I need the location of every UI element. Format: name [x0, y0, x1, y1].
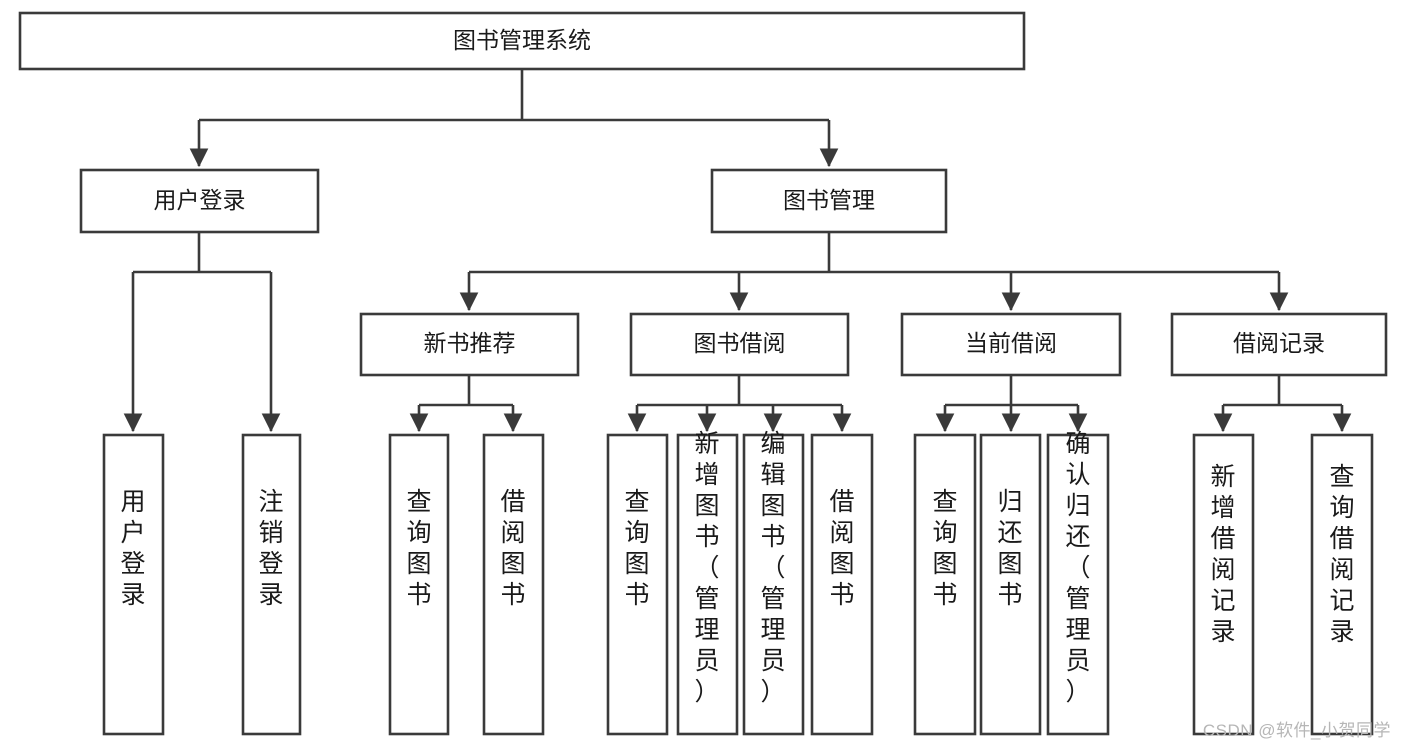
- leaf-borrow-book-2-label: 借阅图书: [829, 488, 854, 609]
- leaf-add-borrow-record[interactable]: 新增借阅记录: [1192, 433, 1255, 736]
- leaf-query-book-2-label: 查询图书: [624, 488, 649, 609]
- leaf-return-book[interactable]: 归还图书: [979, 433, 1042, 736]
- leaf-query-borrow-record-box[interactable]: [1310, 433, 1374, 736]
- leaf-user-logout-box[interactable]: [241, 433, 302, 736]
- node-new-book-recommend-box[interactable]: [359, 312, 580, 377]
- leaf-user-logout-label: 注销登录: [258, 488, 283, 609]
- node-current-borrow-box[interactable]: [900, 312, 1122, 377]
- node-current-borrow[interactable]: 当前借阅: [900, 312, 1122, 377]
- leaf-confirm-return-admin[interactable]: 确认归还（管理员）: [1046, 430, 1110, 736]
- leaf-return-book-box[interactable]: [979, 433, 1042, 736]
- csdn-watermark: CSDN @软件_小贺同学: [1202, 721, 1391, 740]
- node-new-book-recommend[interactable]: 新书推荐: [359, 312, 580, 377]
- leaf-query-book-1-label: 查询图书: [406, 488, 431, 609]
- leaf-borrow-book-2[interactable]: 借阅图书: [810, 433, 874, 736]
- node-book-borrow-box[interactable]: [629, 312, 850, 377]
- leaf-edit-book-admin[interactable]: 编辑图书（管理员）: [742, 430, 805, 736]
- leaf-add-book-admin-box[interactable]: [676, 433, 739, 736]
- leaf-query-book-1[interactable]: 查询图书: [388, 433, 450, 736]
- leaf-query-book-3[interactable]: 查询图书: [913, 433, 977, 736]
- node-book-management[interactable]: 图书管理: [710, 168, 948, 234]
- leaf-user-logout[interactable]: 注销登录: [241, 433, 302, 736]
- leaf-borrow-book-1-label: 借阅图书: [500, 488, 525, 609]
- leaf-query-book-3-box[interactable]: [913, 433, 977, 736]
- node-borrow-record[interactable]: 借阅记录: [1170, 312, 1388, 377]
- leaf-user-login-label: 用户登录: [120, 488, 145, 609]
- node-root-box[interactable]: [18, 11, 1026, 71]
- node-user-login[interactable]: 用户登录: [79, 168, 320, 234]
- leaf-edit-book-admin-box[interactable]: [742, 433, 805, 736]
- node-user-login-box[interactable]: [79, 168, 320, 234]
- leaf-edit-book-admin-label: 编辑图书（管理员）: [760, 430, 785, 706]
- leaf-return-book-label: 归还图书: [997, 488, 1022, 609]
- leaf-query-borrow-record-label: 查询借阅记录: [1329, 463, 1354, 646]
- node-current-borrow-label: 当前借阅: [965, 330, 1057, 356]
- leaf-confirm-return-admin-box[interactable]: [1046, 433, 1110, 736]
- leaf-add-book-admin-label: 新增图书（管理员）: [694, 430, 719, 706]
- node-borrow-record-label: 借阅记录: [1233, 330, 1325, 356]
- node-book-management-label: 图书管理: [783, 187, 875, 213]
- node-book-borrow-label: 图书借阅: [694, 330, 786, 356]
- leaf-add-borrow-record-box[interactable]: [1192, 433, 1255, 736]
- node-new-book-recommend-label: 新书推荐: [424, 330, 516, 356]
- leaf-borrow-book-2-box[interactable]: [810, 433, 874, 736]
- leaf-confirm-return-admin-label: 确认归还（管理员）: [1065, 430, 1090, 706]
- node-book-borrow[interactable]: 图书借阅: [629, 312, 850, 377]
- edge-layer: [123, 69, 1352, 433]
- leaf-query-book-2-box[interactable]: [606, 433, 669, 736]
- leaf-query-book-1-box[interactable]: [388, 433, 450, 736]
- leaf-query-book-3-label: 查询图书: [932, 488, 957, 609]
- leaf-query-borrow-record[interactable]: 查询借阅记录: [1310, 433, 1374, 736]
- leaf-query-book-2[interactable]: 查询图书: [606, 433, 669, 736]
- node-borrow-record-box[interactable]: [1170, 312, 1388, 377]
- leaf-borrow-book-1-box[interactable]: [482, 433, 545, 736]
- node-root-label: 图书管理系统: [453, 27, 591, 53]
- node-root[interactable]: 图书管理系统: [18, 11, 1026, 71]
- node-user-login-label: 用户登录: [154, 187, 246, 213]
- node-book-management-box[interactable]: [710, 168, 948, 234]
- leaf-borrow-book-1[interactable]: 借阅图书: [482, 433, 545, 736]
- leaf-user-login[interactable]: 用户登录: [102, 433, 165, 736]
- leaf-add-borrow-record-label: 新增借阅记录: [1210, 463, 1235, 646]
- leaf-user-login-box[interactable]: [102, 433, 165, 736]
- leaf-add-book-admin[interactable]: 新增图书（管理员）: [676, 430, 739, 736]
